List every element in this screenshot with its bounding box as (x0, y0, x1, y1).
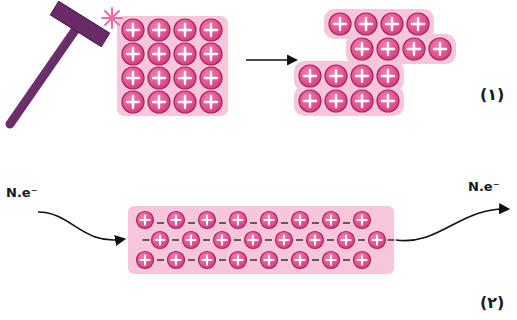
positive-ion (199, 252, 216, 269)
electron-mark (281, 259, 288, 260)
positive-ion (323, 212, 340, 229)
positive-ion (137, 212, 154, 229)
positive-ion (122, 91, 144, 113)
hammer-handle (10, 26, 78, 124)
positive-ion (329, 13, 351, 35)
part-number: (۱) (480, 86, 504, 104)
metal-block (117, 16, 228, 116)
electron-mark (343, 222, 350, 223)
electron-mark (157, 222, 164, 223)
positive-ion (199, 212, 216, 229)
positive-ion (245, 232, 262, 249)
positive-ion (200, 67, 222, 89)
positive-ion (407, 13, 429, 35)
positive-ion (168, 212, 185, 229)
positive-ion (200, 91, 222, 113)
positive-ion (122, 43, 144, 65)
positive-ion (152, 232, 169, 249)
positive-ion (174, 43, 196, 65)
positive-ion (137, 252, 154, 269)
positive-ion (174, 19, 196, 41)
deformed-metal-layer (294, 86, 404, 116)
positive-ion (183, 232, 200, 249)
electron-mark (327, 239, 334, 240)
electron-mark (219, 259, 226, 260)
electron-mark (203, 239, 210, 240)
positive-ion (168, 252, 185, 269)
positive-ion (377, 38, 399, 60)
positive-ion (299, 65, 321, 87)
positive-ion (338, 232, 355, 249)
positive-ion (429, 38, 451, 60)
positive-ion (377, 90, 399, 112)
electron-flow-in (38, 212, 124, 240)
positive-ion (292, 252, 309, 269)
positive-ion (174, 91, 196, 113)
positive-ion (325, 90, 347, 112)
electron-label: N.e⁻ (6, 186, 38, 201)
impact-spark (102, 8, 122, 28)
positive-ion (230, 252, 247, 269)
positive-ion (299, 90, 321, 112)
electron-mark (219, 222, 226, 223)
electron-mark (312, 222, 319, 223)
positive-ion (325, 65, 347, 87)
positive-ion (174, 67, 196, 89)
electron-mark (343, 259, 350, 260)
positive-ion (351, 38, 373, 60)
positive-ion (381, 13, 403, 35)
electron-mark (281, 222, 288, 223)
electron-label: N.e⁻ (468, 180, 500, 195)
positive-ion (307, 232, 324, 249)
part-number: (۲) (480, 294, 504, 312)
positive-ion (354, 252, 371, 269)
positive-ion (261, 212, 278, 229)
electron-mark (388, 239, 395, 240)
electron-mark (172, 239, 179, 240)
positive-ion (148, 91, 170, 113)
positive-ion (369, 232, 386, 249)
electron-mark (234, 239, 241, 240)
electron-mark (157, 259, 164, 260)
positive-ion (214, 232, 231, 249)
positive-ion (122, 19, 144, 41)
positive-ion (355, 13, 377, 35)
positive-ion (148, 43, 170, 65)
positive-ion (148, 67, 170, 89)
hammer-head (50, 1, 109, 46)
metal-lattice (128, 206, 394, 274)
electron-mark (312, 259, 319, 260)
positive-ion (200, 19, 222, 41)
electron-mark (265, 239, 272, 240)
positive-ion (354, 212, 371, 229)
electron-mark (250, 222, 257, 223)
electron-mark (188, 222, 195, 223)
electron-mark (296, 239, 303, 240)
hammer (10, 1, 122, 124)
process-arrow (246, 59, 296, 61)
electron-mark (250, 259, 257, 260)
positive-ion (323, 252, 340, 269)
positive-ion (403, 38, 425, 60)
electron-mark (143, 239, 150, 240)
positive-ion (351, 90, 373, 112)
electron-flow-out (396, 209, 508, 241)
positive-ion (148, 19, 170, 41)
positive-ion (377, 65, 399, 87)
positive-ion (292, 212, 309, 229)
positive-ion (200, 43, 222, 65)
deformed-metal-layer (346, 34, 456, 64)
positive-ion (261, 252, 278, 269)
electron-mark (358, 239, 365, 240)
positive-ion (351, 65, 373, 87)
positive-ion (122, 67, 144, 89)
positive-ion (230, 212, 247, 229)
electron-mark (188, 259, 195, 260)
positive-ion (276, 232, 293, 249)
